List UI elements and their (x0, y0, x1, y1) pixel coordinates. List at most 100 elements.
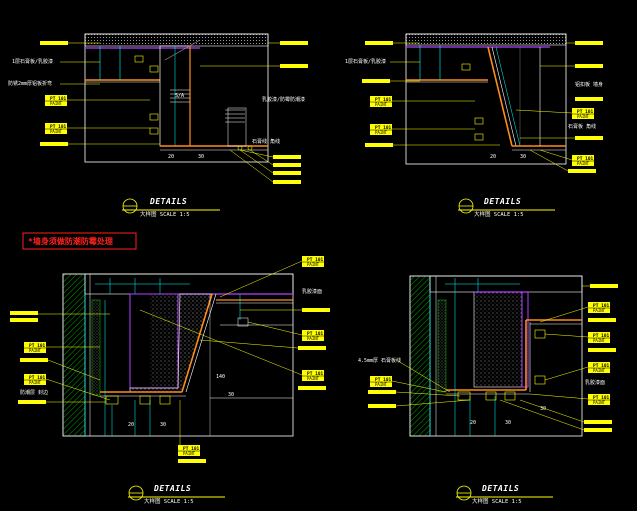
detail-bottom-right: 20 30 30 4.5mm厚 石膏板线 PT 101 PAINT PT 101… (358, 275, 618, 505)
detail-scale: 大样图 SCALE 1:5 (144, 497, 194, 505)
detail-scale: 大样图 SCALE 1:5 (474, 210, 524, 218)
label-text: 乳胶漆面 (585, 379, 605, 386)
label-bar (575, 41, 603, 45)
svg-text:PT 101: PT 101 (183, 446, 200, 452)
svg-text:PT 101: PT 101 (50, 96, 67, 102)
label-bar (10, 311, 38, 315)
svg-text:PAINT: PAINT (29, 380, 42, 385)
label-bar (178, 459, 206, 463)
dim-text: 30 (198, 154, 204, 160)
svg-text:PT 101: PT 101 (307, 257, 324, 263)
label-bar (584, 428, 612, 432)
detail-top-left: S/A 20 30 1层石膏板/乳胶漆 防锈2mm厚铝板折弯 PT 101 PA… (8, 33, 308, 218)
dim-text: 140 (216, 374, 225, 380)
detail-marker-icon (128, 485, 144, 501)
svg-text:PAINT: PAINT (593, 338, 606, 343)
dim-text: 20 (490, 154, 496, 160)
svg-text:PT 101: PT 101 (307, 331, 324, 337)
paint-tag: PT 101 PAINT (177, 444, 201, 457)
label-bar (575, 136, 603, 140)
svg-text:PAINT: PAINT (50, 129, 63, 134)
label-text: 防潮层 封边 (20, 389, 48, 396)
detail-bottom-left: 20 30 30 140 PT 101 PAINT PT 101 PAINT 防… (10, 255, 330, 505)
label-bar (18, 400, 46, 404)
label-bar (368, 390, 396, 394)
label-bar (273, 171, 301, 175)
svg-text:PT 101: PT 101 (593, 363, 610, 369)
svg-text:PT 101: PT 101 (593, 395, 610, 401)
label-bar (298, 386, 326, 390)
waterproof-note: *墙身须做防潮防霉处理 (22, 232, 137, 250)
label-bar (365, 143, 393, 147)
label-bar (273, 163, 301, 167)
label-bar (575, 97, 603, 101)
svg-text:PAINT: PAINT (375, 102, 388, 107)
svg-text:PAINT: PAINT (593, 308, 606, 313)
svg-text:PT 101: PT 101 (577, 109, 594, 115)
svg-text:PAINT: PAINT (29, 348, 42, 353)
svg-text:PT 101: PT 101 (307, 371, 324, 377)
svg-text:PT 101: PT 101 (593, 303, 610, 309)
svg-text:PAINT: PAINT (593, 400, 606, 405)
svg-text:PT 101: PT 101 (593, 333, 610, 339)
label-bar (568, 169, 596, 173)
svg-text:PAINT: PAINT (577, 161, 590, 166)
label-bar (368, 404, 396, 408)
label-text: 石膏线 角线 (252, 138, 280, 145)
svg-text:PAINT: PAINT (577, 114, 590, 119)
dim-text: 30 (540, 406, 546, 412)
dim-text: 20 (470, 420, 476, 426)
dim-text: S/A (175, 93, 184, 99)
label-text: 1层石膏板/乳胶漆 (345, 58, 386, 65)
paint-tag: PT 101 PAINT (44, 94, 68, 107)
detail-scale: 大样图 SCALE 1:5 (140, 210, 190, 218)
detail-top-right: 20 30 1层石膏板/乳胶漆 PT 101 PAINT PT 101 PAIN… (345, 33, 603, 218)
paint-tag: PT 101 PAINT (369, 95, 393, 108)
label-bar (280, 41, 308, 45)
svg-text:PAINT: PAINT (50, 101, 63, 106)
paint-tag: PT 101 PAINT (23, 341, 47, 354)
label-text: 防锈2mm厚铝板折弯 (8, 80, 52, 87)
paint-tag: PT 101 PAINT (44, 122, 68, 135)
label-bar (20, 358, 48, 362)
label-bar (40, 41, 68, 45)
dim-text: 20 (128, 422, 134, 428)
paint-tag: PT 101 PAINT (587, 361, 611, 374)
paint-tag: PT 101 PAINT (301, 369, 325, 382)
label-text: 1层石膏板/乳胶漆 (12, 58, 53, 65)
paint-tag: PT 101 PAINT (301, 329, 325, 342)
detail-title: DETAILS (481, 484, 519, 493)
svg-text:PAINT: PAINT (307, 262, 320, 267)
dim-text: 20 (168, 154, 174, 160)
svg-text:PT 101: PT 101 (50, 124, 67, 130)
label-bar (584, 420, 612, 424)
dim-text: 30 (520, 154, 526, 160)
paint-tag: PT 101 PAINT (587, 301, 611, 314)
detail-marker-icon (456, 485, 472, 501)
svg-text:PAINT: PAINT (307, 376, 320, 381)
detail-title: DETAILS (149, 197, 187, 206)
label-bar (273, 180, 301, 184)
paint-tag: PT 101 PAINT (369, 375, 393, 388)
paint-tag: PT 101 PAINT (301, 255, 325, 268)
detail-scale: 大样图 SCALE 1:5 (472, 497, 522, 505)
svg-text:PT 101: PT 101 (375, 97, 392, 103)
label-text: 乳胶漆/防霉防潮漆 (262, 96, 305, 103)
label-bar (588, 318, 616, 322)
svg-text:PT 101: PT 101 (375, 377, 392, 383)
paint-tag: PT 101 PAINT (571, 154, 595, 167)
svg-text:PAINT: PAINT (375, 382, 388, 387)
label-text: 石膏板 角线 (568, 123, 596, 130)
svg-text:PAINT: PAINT (183, 451, 196, 456)
detail-title: DETAILS (483, 197, 521, 206)
svg-text:PT 101: PT 101 (29, 343, 46, 349)
label-bar (575, 64, 603, 68)
paint-tag: PT 101 PAINT (587, 331, 611, 344)
svg-text:PAINT: PAINT (593, 368, 606, 373)
label-bar (298, 346, 326, 350)
label-text: 4.5mm厚 石膏板线 (358, 357, 401, 364)
label-bar (40, 142, 68, 146)
svg-text:PT 101: PT 101 (577, 156, 594, 162)
svg-text:PAINT: PAINT (375, 130, 388, 135)
label-bar (302, 308, 330, 312)
